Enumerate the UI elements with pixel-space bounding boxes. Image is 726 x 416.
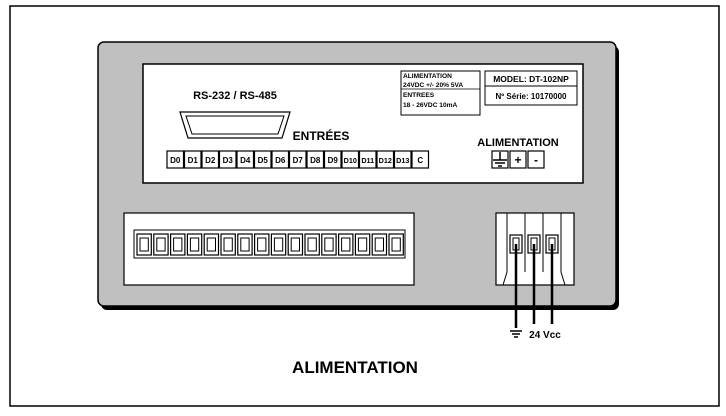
power-terminal-plus	[509, 150, 527, 169]
input-terminal-d2: D2	[201, 150, 220, 169]
input-terminal-label: D2	[205, 156, 216, 165]
spec-line-4: 18 - 26VDC 10mA	[403, 102, 457, 109]
model-label: MODEL: DT-102NP	[493, 74, 569, 84]
inputs-label: ENTRÉES	[293, 128, 350, 143]
input-terminal-label: D8	[310, 156, 321, 165]
input-connector-block	[123, 212, 415, 286]
ground-icon	[510, 330, 522, 338]
input-terminal-d10: D10	[341, 150, 360, 169]
input-terminal-d7: D7	[288, 150, 307, 169]
screw-terminal-cell	[270, 233, 287, 256]
input-terminal-d12: D12	[376, 150, 395, 169]
screw-terminal-cell	[203, 233, 220, 256]
input-terminal-strip: D0 D1 D2 D3 D4 D5 D6 D7 D8 D9 D10 D11 D12 D13 C	[166, 150, 430, 169]
input-terminal-d1: D1	[183, 150, 202, 169]
ground-icon	[493, 152, 507, 167]
screw-terminal-cell	[220, 233, 236, 256]
screw-terminal-cell	[170, 233, 186, 256]
screw-terminal-cell	[186, 233, 203, 256]
input-terminal-d11: D11	[358, 150, 377, 169]
input-terminal-d6: D6	[271, 150, 290, 169]
input-terminal-label: D9	[328, 156, 339, 165]
model-serial-box: MODEL: DT-102NP Nº Série: 10170000	[484, 70, 578, 106]
screw-terminal-cell	[136, 233, 152, 256]
supply-wires	[514, 244, 554, 328]
spec-line-1: ALIMENTATION	[403, 73, 452, 80]
screw-terminal-cell	[371, 233, 388, 256]
screw-terminal-cell	[304, 233, 320, 256]
input-terminal-d9: D9	[323, 150, 342, 169]
input-terminal-label: D11	[361, 156, 374, 165]
power-terminal-minus-label: -	[534, 153, 538, 167]
spec-box: ALIMENTATION 24VDC +/- 20% 5VA ENTREES 1…	[400, 70, 481, 116]
input-terminal-label: C	[417, 156, 423, 165]
input-terminal-label: D13	[396, 156, 409, 165]
input-terminal-label: D6	[275, 156, 286, 165]
spec-line-2: 24VDC +/- 20% 5VA	[403, 82, 463, 89]
input-terminal-label: D4	[240, 156, 251, 165]
serial-label: Nº Série: 10170000	[496, 92, 568, 101]
power-label: ALIMENTATION	[477, 137, 559, 149]
power-terminal-plus-label: +	[514, 153, 521, 167]
screw-terminal-cell	[287, 233, 304, 256]
input-terminal-label: D7	[293, 156, 304, 165]
input-terminal-label: D12	[379, 156, 392, 165]
input-terminal-c: C	[411, 150, 430, 169]
input-terminal-label: D0	[170, 156, 181, 165]
input-terminal-label: D1	[188, 156, 199, 165]
screw-terminal-cell	[254, 233, 270, 256]
input-terminal-d4: D4	[236, 150, 255, 169]
screw-terminal-cell	[338, 233, 354, 256]
screw-terminal-cell	[321, 233, 337, 256]
screw-terminal-cell	[237, 233, 253, 256]
supply-label: 24 Vcc	[529, 330, 561, 341]
screw-terminal-cell	[354, 233, 371, 256]
input-terminal-d0: D0	[166, 150, 185, 169]
input-terminal-d8: D8	[306, 150, 325, 169]
caption: ALIMENTATION	[292, 358, 418, 377]
input-terminal-label: D5	[258, 156, 269, 165]
input-terminal-d5: D5	[253, 150, 272, 169]
input-terminal-label: D10	[344, 156, 357, 165]
screw-terminal-cell	[153, 233, 169, 256]
power-terminal-strip: + -	[491, 150, 545, 169]
input-terminal-label: D3	[223, 156, 234, 165]
input-terminal-d13: D13	[393, 150, 412, 169]
spec-line-3: ENTREES	[403, 92, 435, 99]
power-terminal-minus	[527, 150, 545, 169]
comm-port-label: RS-232 / RS-485	[193, 90, 277, 102]
db25-connector-icon	[179, 111, 291, 139]
screw-terminal-cell	[388, 233, 404, 256]
input-terminal-d3: D3	[218, 150, 237, 169]
